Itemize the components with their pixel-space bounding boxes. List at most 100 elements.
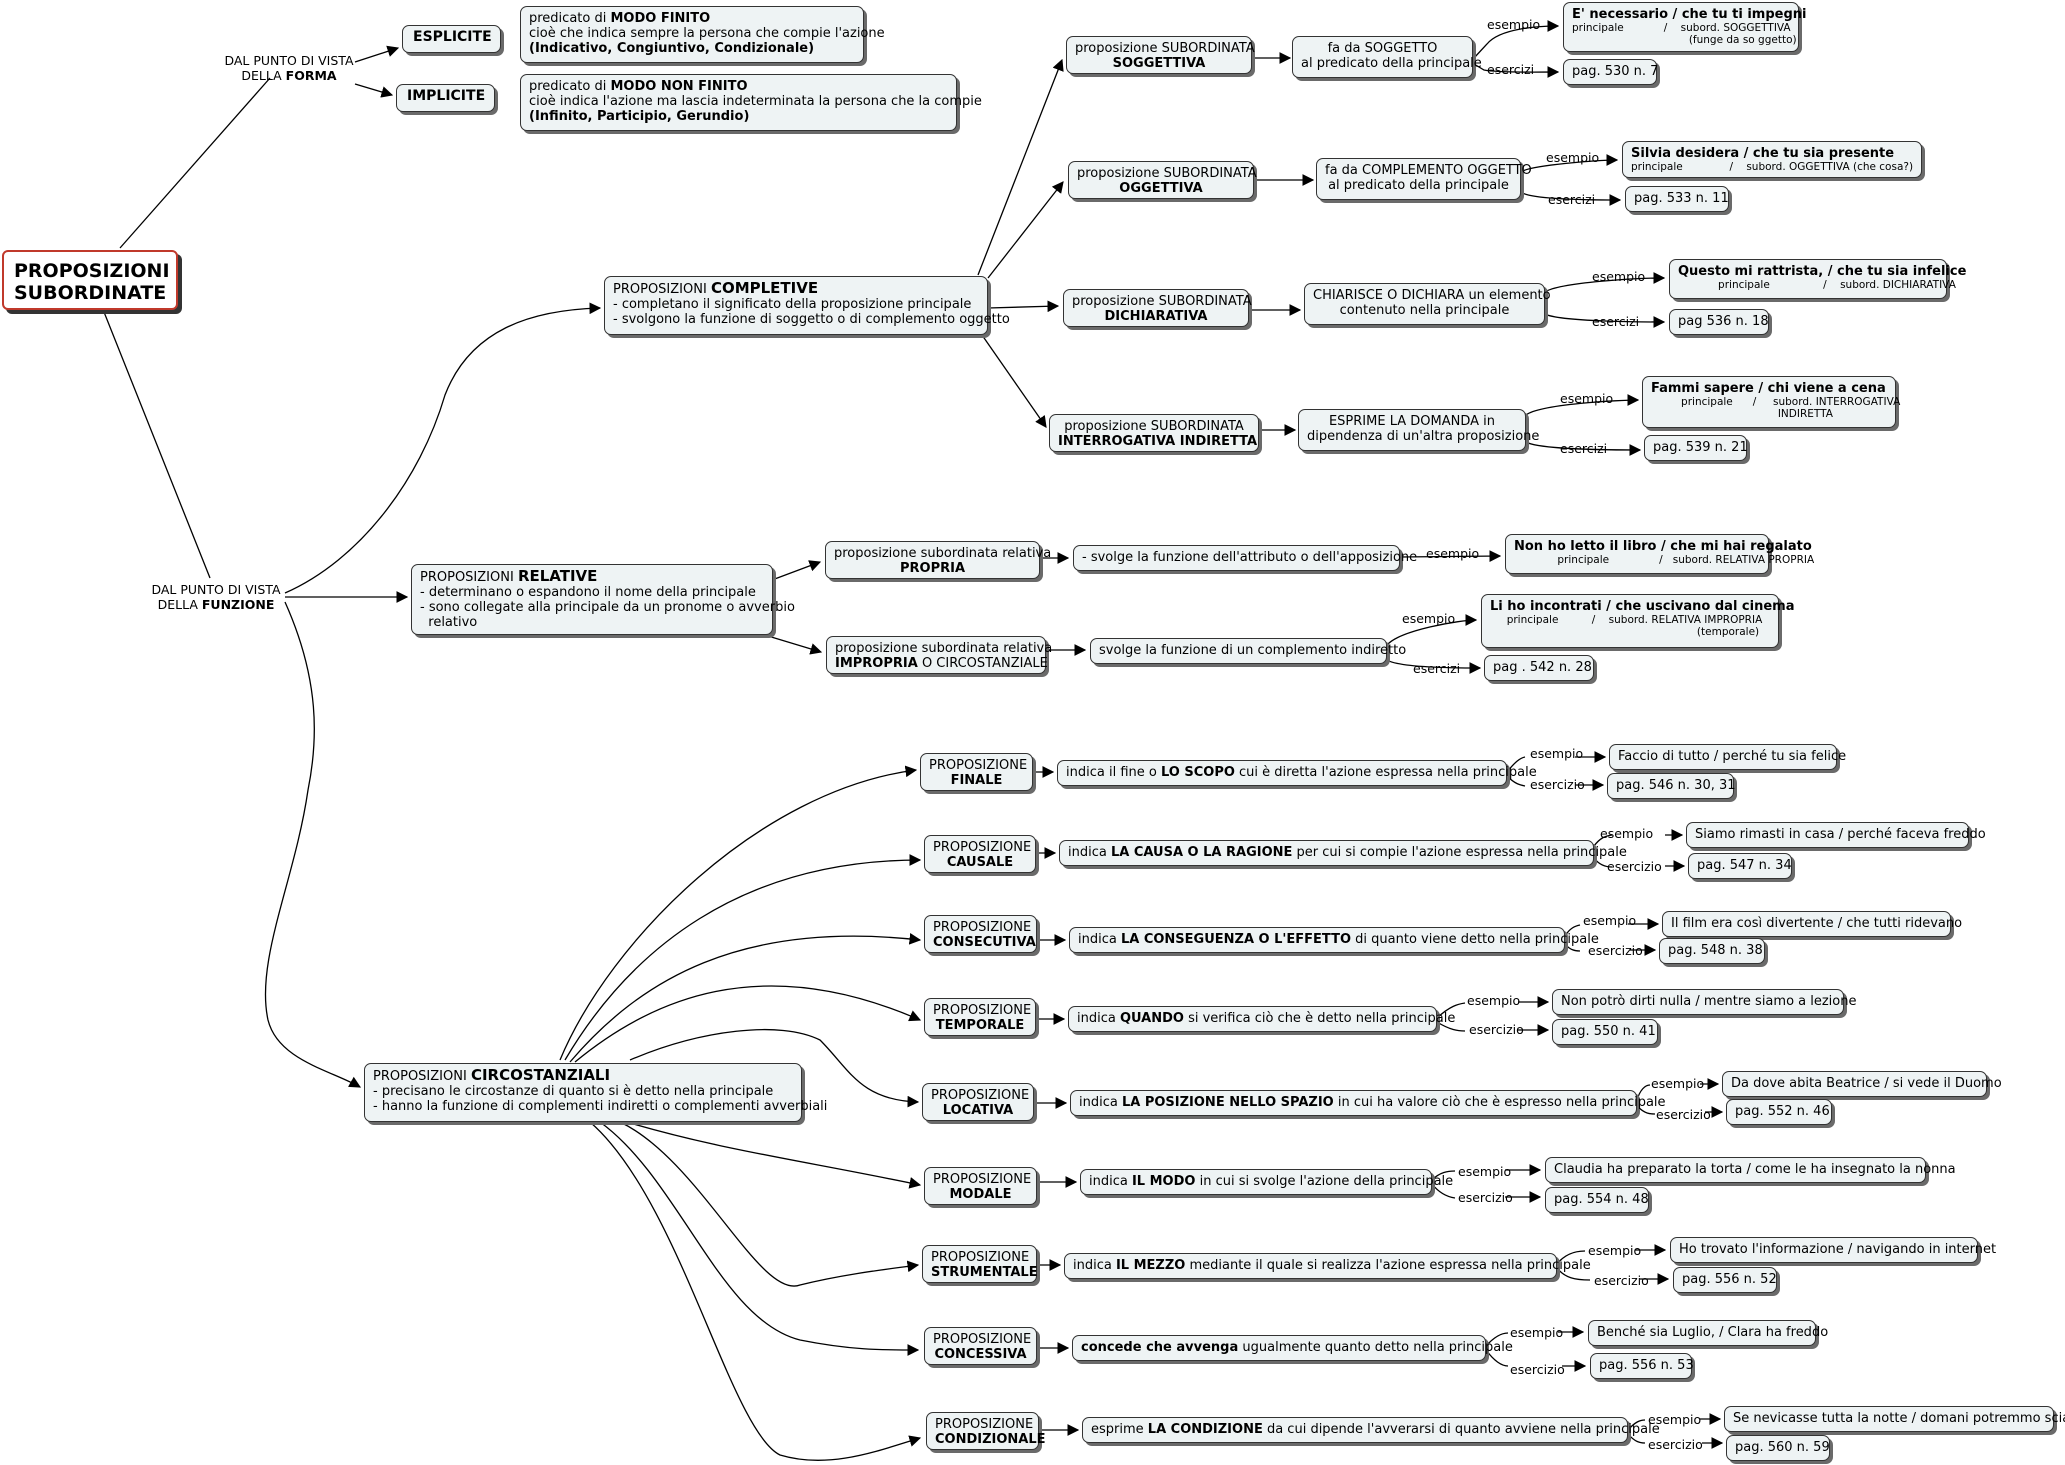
esercizi-label: esercizi (1592, 314, 1640, 329)
concessiva-node[interactable]: PROPOSIZIONE CONCESSIVA (924, 1327, 1037, 1365)
causale-page[interactable]: pag. 547 n. 34 (1688, 853, 1792, 879)
strumentale-node[interactable]: PROPOSIZIONE STRUMENTALE (922, 1245, 1038, 1283)
locativa-node[interactable]: PROPOSIZIONE LOCATIVA (922, 1083, 1034, 1121)
locativa-desc[interactable]: indica LA POSIZIONE NELLO SPAZIO in cui … (1070, 1090, 1666, 1116)
temporale-node[interactable]: PROPOSIZIONE TEMPORALE (924, 998, 1036, 1036)
modale-example[interactable]: Claudia ha preparato la torta / come le … (1545, 1157, 1956, 1183)
relativa-impropria-desc[interactable]: svolge la funzione di un complemento ind… (1090, 638, 1406, 664)
interrogativa-indiretta-node[interactable]: proposizione SUBORDINATA INTERROGATIVA I… (1049, 414, 1259, 452)
esercizio-label: esercizio (1588, 943, 1643, 958)
dichiarativa-example[interactable]: Questo mi rattrista, / che tu sia infeli… (1669, 259, 1966, 299)
locativa-page[interactable]: pag. 552 n. 46 (1726, 1099, 1832, 1125)
esempio-label: esempio (1588, 1243, 1642, 1258)
causale-node[interactable]: PROPOSIZIONE CAUSALE (924, 835, 1036, 873)
esempio-label: esempio (1592, 269, 1646, 284)
relativa-propria-example[interactable]: Non ho letto il libro / che mi hai regal… (1505, 534, 1814, 574)
esempio-label: esempio (1583, 913, 1637, 928)
esercizio-label: esercizio (1607, 859, 1662, 874)
condizionale-node[interactable]: PROPOSIZIONE CONDIZIONALE (926, 1412, 1046, 1450)
esempio-label: esempio (1648, 1412, 1702, 1427)
esempio-label: esempio (1651, 1076, 1705, 1091)
implicite-node[interactable]: IMPLICITE (396, 84, 495, 112)
finale-desc[interactable]: indica il fine o LO SCOPO cui è diretta … (1057, 760, 1537, 786)
relativa-impropria-page[interactable]: pag . 542 n. 28 (1484, 655, 1594, 681)
causale-example[interactable]: Siamo rimasti in casa / perché faceva fr… (1686, 822, 1986, 848)
consecutiva-example[interactable]: Il film era così divertente / che tutti … (1662, 911, 1962, 937)
consecutiva-desc[interactable]: indica LA CONSEGUENZA O L'EFFETTO di qua… (1069, 927, 1599, 953)
root-title-line1: PROPOSIZIONI (14, 260, 170, 282)
relativa-impropria-example[interactable]: Li ho incontrati / che uscivano dal cine… (1481, 594, 1794, 648)
esempio-label: esempio (1546, 150, 1600, 165)
esercizio-label: esercizio (1458, 1190, 1513, 1205)
esempio-label: esempio (1560, 391, 1614, 406)
concessiva-example[interactable]: Benché sia Luglio, / Clara ha freddo (1588, 1320, 1828, 1346)
esempio-label: esempio (1467, 993, 1521, 1008)
condizionale-page[interactable]: pag. 560 n. 59 (1726, 1435, 1830, 1461)
esplicite-node[interactable]: ESPLICITE (402, 25, 501, 53)
oggettiva-node[interactable]: proposizione SUBORDINATA OGGETTIVA (1068, 161, 1257, 199)
oggettiva-page[interactable]: pag. 533 n. 11 (1625, 186, 1729, 212)
finale-example[interactable]: Faccio di tutto / perché tu sia felice (1609, 744, 1846, 770)
finale-node[interactable]: PROPOSIZIONE FINALE (920, 753, 1033, 791)
relativa-impropria-node[interactable]: proposizione subordinata relativa IMPROP… (826, 636, 1052, 674)
modale-node[interactable]: PROPOSIZIONE MODALE (924, 1167, 1037, 1205)
esempio-label: esempio (1600, 826, 1654, 841)
soggettiva-page[interactable]: pag. 530 n. 7 (1563, 59, 1658, 85)
funzione-label: DAL PUNTO DI VISTA DELLA FUNZIONE (151, 582, 281, 612)
soggettiva-example[interactable]: E' necessario / che tu ti impegni princi… (1563, 2, 1806, 52)
finale-page[interactable]: pag. 546 n. 30, 31 (1607, 773, 1736, 799)
esercizi-label: esercizi (1560, 441, 1608, 456)
esempio-label: esempio (1530, 746, 1584, 761)
soggettiva-desc[interactable]: fa da SOGGETTO al predicato della princi… (1292, 36, 1482, 78)
temporale-page[interactable]: pag. 550 n. 41 (1552, 1019, 1658, 1045)
dichiarativa-page[interactable]: pag 536 n. 18 (1669, 309, 1769, 335)
completive-node[interactable]: PROPOSIZIONI COMPLETIVE - completano il … (604, 276, 1010, 335)
concessiva-page[interactable]: pag. 556 n. 53 (1590, 1353, 1694, 1379)
esercizi-label: esercizi (1487, 62, 1535, 77)
soggettiva-node[interactable]: proposizione SUBORDINATA SOGGETTIVA (1066, 36, 1255, 74)
esempio-label: esempio (1402, 611, 1456, 626)
esempio-label: esempio (1458, 1164, 1512, 1179)
esempio-label: esempio (1487, 17, 1541, 32)
root-title-line2: SUBORDINATE (14, 282, 167, 304)
implicite-desc[interactable]: predicato di MODO NON FINITO cioè indica… (520, 74, 982, 131)
condizionale-example[interactable]: Se nevicasse tutta la notte / domani pot… (1724, 1406, 2065, 1432)
strumentale-desc[interactable]: indica IL MEZZO mediante il quale si rea… (1064, 1253, 1591, 1279)
strumentale-page[interactable]: pag. 556 n. 52 (1673, 1267, 1777, 1293)
dichiarativa-node[interactable]: proposizione SUBORDINATA DICHIARATIVA (1063, 289, 1252, 327)
concessiva-desc[interactable]: concede che avvenga ugualmente quanto de… (1072, 1335, 1513, 1361)
esplicite-desc[interactable]: predicato di MODO FINITO cioè che indica… (520, 6, 885, 63)
interrogativa-indiretta-desc[interactable]: ESPRIME LA DOMANDA in dipendenza di un'a… (1298, 409, 1539, 451)
locativa-example[interactable]: Da dove abita Beatrice / si vede il Duom… (1722, 1071, 2002, 1097)
modale-desc[interactable]: indica IL MODO in cui si svolge l'azione… (1080, 1169, 1453, 1195)
condizionale-desc[interactable]: esprime LA CONDIZIONE da cui dipende l'a… (1082, 1417, 1660, 1443)
esercizi-label: esercizi (1548, 192, 1596, 207)
oggettiva-example[interactable]: Silvia desidera / che tu sia presente pr… (1622, 141, 1922, 178)
strumentale-example[interactable]: Ho trovato l'informazione / navigando in… (1670, 1237, 1996, 1263)
esercizi-label: esercizi (1413, 661, 1461, 676)
esercizio-label: esercizio (1530, 777, 1585, 792)
dichiarativa-desc[interactable]: CHIARISCE O DICHIARA un elemento contenu… (1304, 283, 1551, 325)
esempio-label: esempio (1426, 546, 1480, 561)
interrogativa-indiretta-page[interactable]: pag. 539 n. 21 (1644, 435, 1748, 461)
esercizio-label: esercizio (1594, 1273, 1649, 1288)
temporale-desc[interactable]: indica QUANDO si verifica ciò che è dett… (1068, 1006, 1455, 1032)
relativa-propria-node[interactable]: proposizione subordinata relativa PROPRI… (825, 541, 1051, 579)
forma-label: DAL PUNTO DI VISTA DELLA FORMA (224, 53, 354, 83)
causale-desc[interactable]: indica LA CAUSA O LA RAGIONE per cui si … (1059, 840, 1627, 866)
oggettiva-desc[interactable]: fa da COMPLEMENTO OGGETTO al predicato d… (1316, 158, 1532, 200)
consecutiva-page[interactable]: pag. 548 n. 38 (1659, 938, 1765, 964)
circostanziali-node[interactable]: PROPOSIZIONI CIRCOSTANZIALI - precisano … (364, 1063, 827, 1122)
relative-node[interactable]: PROPOSIZIONI RELATIVE - determinano o es… (411, 564, 795, 635)
consecutiva-node[interactable]: PROPOSIZIONE CONSECUTIVA (924, 915, 1037, 953)
temporale-example[interactable]: Non potrò dirti nulla / mentre siamo a l… (1552, 989, 1856, 1015)
esercizio-label: esercizio (1469, 1022, 1524, 1037)
modale-page[interactable]: pag. 554 n. 48 (1545, 1187, 1649, 1213)
interrogativa-indiretta-example[interactable]: Fammi sapere / chi viene a cena principa… (1642, 376, 1900, 428)
relativa-propria-desc[interactable]: - svolge la funzione dell'attributo o de… (1073, 545, 1417, 571)
esercizio-label: esercizio (1648, 1437, 1703, 1452)
esempio-label: esempio (1510, 1325, 1564, 1340)
root-node[interactable]: PROPOSIZIONI SUBORDINATE (2, 250, 178, 310)
esercizio-label: esercizio (1510, 1362, 1565, 1377)
